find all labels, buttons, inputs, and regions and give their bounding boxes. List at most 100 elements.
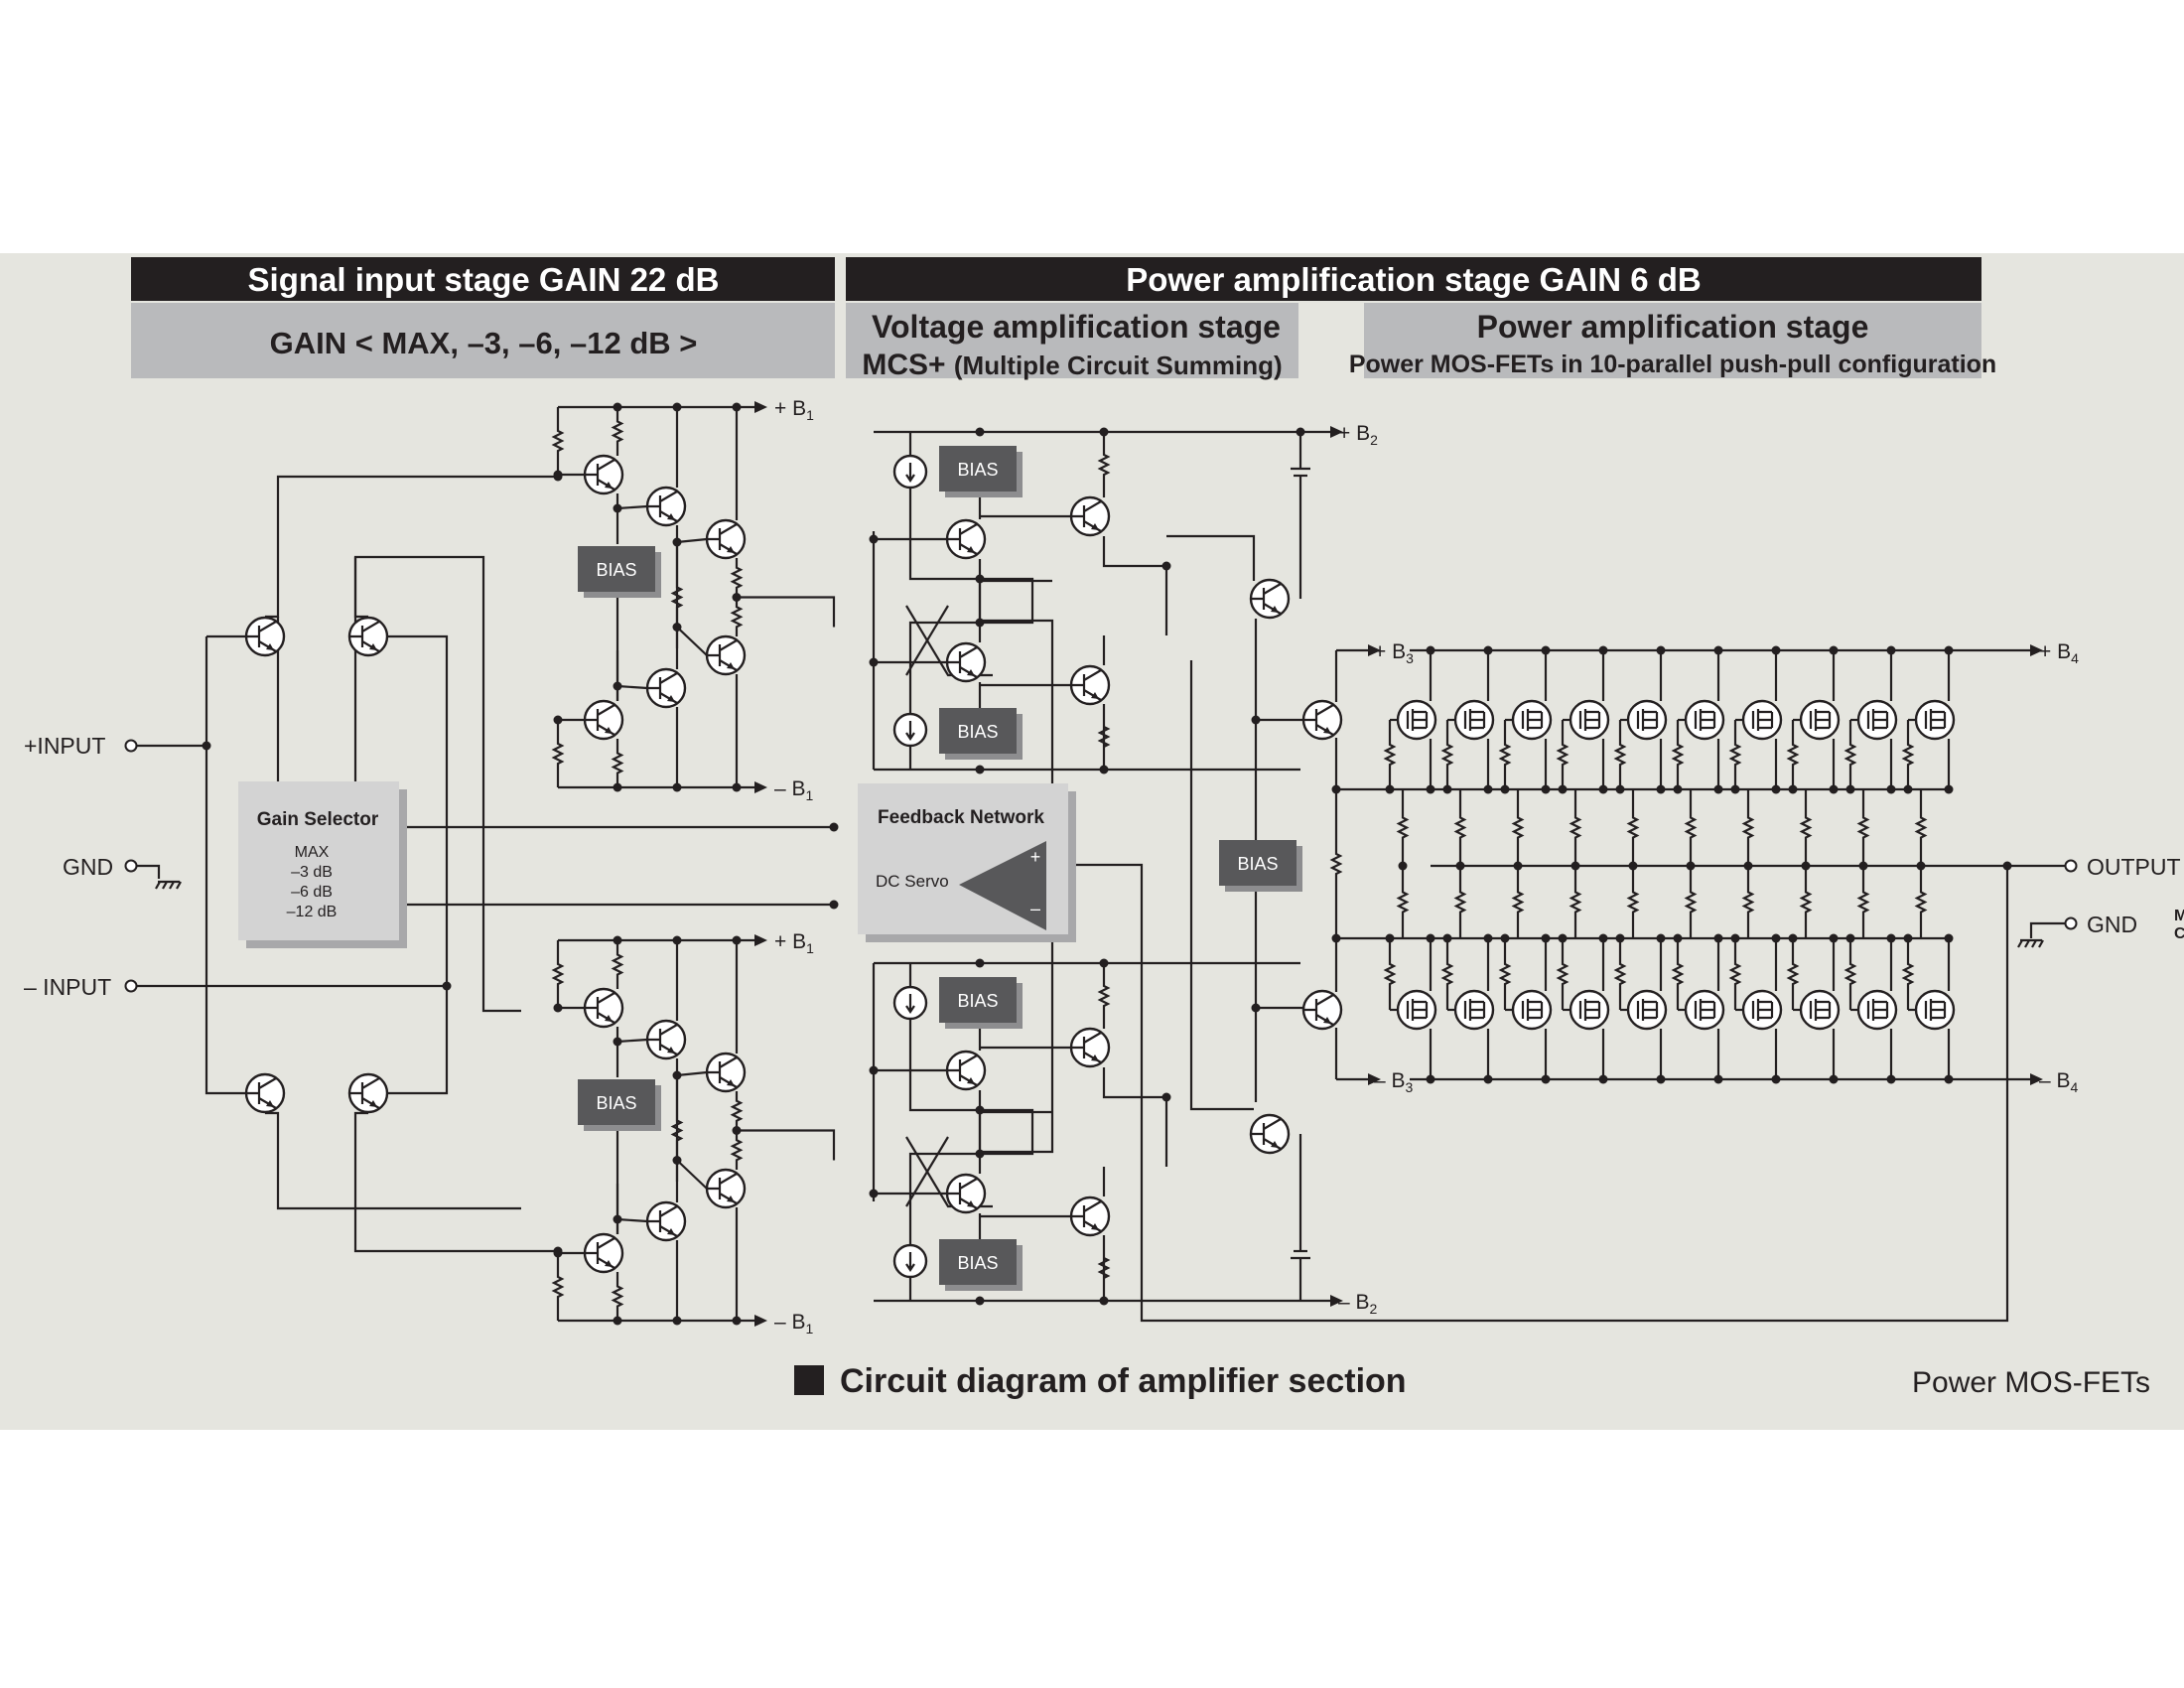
bias-face — [939, 977, 1017, 1023]
dc-servo-label: DC Servo — [876, 872, 949, 891]
junction-dot — [1886, 645, 1896, 655]
plus-b1-label: + B1 — [774, 397, 814, 423]
caption-square — [794, 1365, 824, 1395]
wires — [136, 405, 2065, 1323]
transistor-arrow — [1091, 1055, 1099, 1061]
resistor — [611, 940, 624, 989]
junction-dot — [1598, 1074, 1608, 1084]
junction-dot — [613, 402, 622, 412]
junction-dot — [672, 935, 682, 945]
junction-dot — [202, 741, 211, 751]
bias-face — [939, 446, 1017, 492]
junction-dot — [672, 1070, 682, 1080]
resistor — [670, 1079, 684, 1182]
resistor — [1440, 720, 1454, 789]
mosfet-transistor — [1856, 699, 1898, 741]
transistor-leads — [585, 1237, 615, 1269]
mosfet-transistor — [1741, 989, 1783, 1031]
bias-block: BIAS — [939, 446, 1023, 497]
junction-dot — [1771, 645, 1781, 655]
junction-dot — [869, 1065, 879, 1075]
resistor — [1799, 866, 1813, 938]
junction-dot — [1801, 861, 1811, 871]
rail-arrow — [2030, 1073, 2043, 1085]
mosfet-transistor — [1396, 989, 1437, 1031]
transistor-arrow — [727, 546, 735, 553]
transistor-arrow — [266, 643, 274, 650]
resistor — [1799, 789, 1813, 866]
resistor — [1440, 938, 1454, 1010]
resistor — [1396, 866, 1410, 938]
rail-arrow — [1330, 1295, 1343, 1307]
mosfet-transistor — [1511, 989, 1553, 1031]
junction-dot — [1455, 861, 1465, 871]
junction-dot — [1656, 784, 1666, 794]
transistor-arrow — [605, 1015, 613, 1022]
junction-dot — [869, 534, 879, 544]
gain-selector-option: –12 dB — [287, 904, 338, 920]
junction-dot — [975, 427, 985, 437]
junction-dot — [1541, 1074, 1551, 1084]
transistor-arrow — [605, 482, 613, 489]
junction-dot — [1099, 765, 1109, 774]
transistor-leads — [647, 1024, 678, 1055]
junction-dot — [553, 715, 563, 725]
plus-b1-label: + B1 — [774, 930, 814, 956]
rail-arrow — [1368, 644, 1381, 656]
bias-block: BIAS — [578, 546, 661, 598]
wire — [908, 1019, 1034, 1245]
resistor — [1626, 789, 1640, 866]
junction-dot — [613, 681, 622, 691]
junction-dot — [975, 618, 985, 628]
rail-arrow — [754, 781, 767, 793]
resistor — [670, 546, 684, 648]
junction-dot — [1385, 784, 1395, 794]
bias-face — [939, 708, 1017, 754]
mosfet-transistor — [1626, 989, 1668, 1031]
output-label: OUTPUT — [2087, 854, 2181, 880]
resistor — [1728, 720, 1742, 789]
mosfet-transistor — [1626, 699, 1668, 741]
junction-dot — [1944, 784, 1954, 794]
transistor-arrow — [266, 1100, 274, 1107]
junction-dot — [1713, 784, 1723, 794]
junction-dot — [1161, 1092, 1171, 1102]
rail-arrow — [2030, 644, 2043, 656]
bias-label: BIAS — [957, 991, 998, 1011]
bjt-transistor — [945, 1050, 987, 1091]
current-source — [892, 1243, 928, 1279]
mosfet-leads — [1406, 709, 1429, 731]
gain-options-bar — [131, 303, 835, 378]
junction-dot — [1886, 1074, 1896, 1084]
wire — [1102, 1067, 1168, 1167]
terminal — [2064, 916, 2078, 930]
resistor — [1856, 866, 1870, 938]
junction-dot — [1331, 784, 1341, 794]
terminal — [124, 859, 138, 873]
junction-dot — [672, 537, 682, 547]
transistor-arrow — [667, 513, 675, 520]
resistor — [551, 720, 565, 787]
transistor-arrow — [1323, 1017, 1331, 1024]
wire — [136, 864, 161, 879]
resistor — [1556, 720, 1570, 789]
wire — [265, 1111, 521, 1210]
bias-block: BIAS — [939, 1239, 1023, 1291]
junction-dot — [1903, 933, 1913, 943]
transistor-arrow — [1091, 1223, 1099, 1230]
signal-input-header: Signal input stage GAIN 22 dB — [248, 261, 720, 298]
junction-dot — [1788, 784, 1798, 794]
rail-arrow — [754, 401, 767, 413]
bjt-transistor — [645, 1019, 687, 1060]
transistor-arrow — [727, 1196, 735, 1202]
resistor — [551, 1253, 565, 1321]
resistor — [1453, 789, 1467, 866]
junction-dot — [1385, 933, 1395, 943]
junction-dot — [1944, 645, 1954, 655]
transistor-leads — [1071, 500, 1102, 532]
transistor-arrow — [967, 546, 975, 553]
resistor — [1684, 866, 1698, 938]
junction-dot — [672, 1156, 682, 1165]
signal-input-header-bar — [131, 257, 835, 301]
mosfet-transistor — [1914, 699, 1956, 741]
